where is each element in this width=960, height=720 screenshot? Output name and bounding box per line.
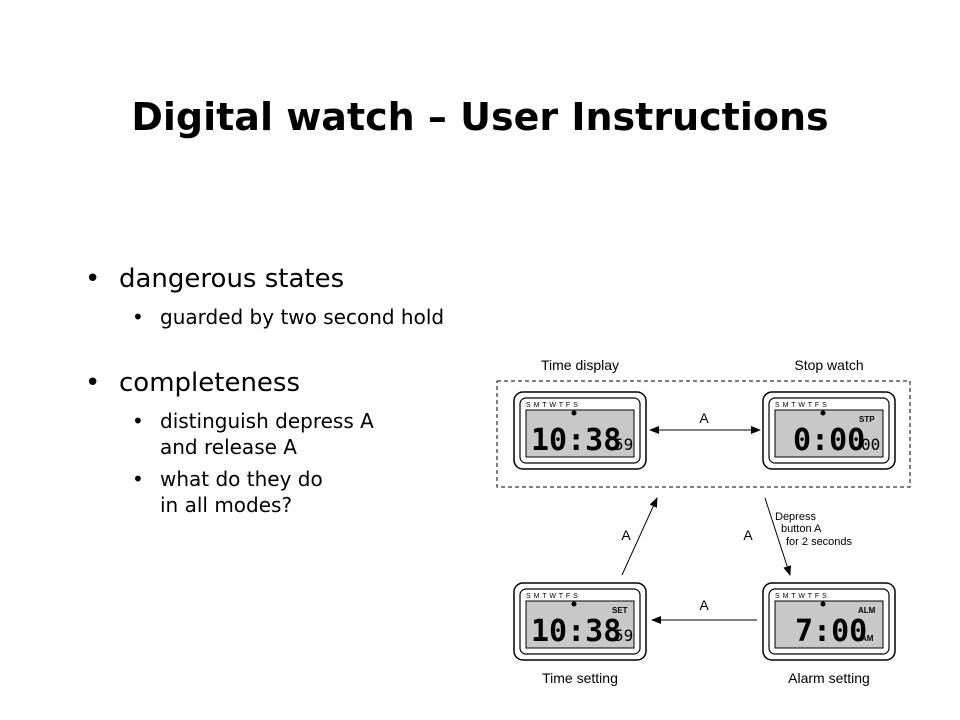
arrow-timesetting-display	[621, 497, 658, 576]
watch-seconds: 59	[614, 626, 633, 645]
hold-note-line2: button A	[781, 523, 822, 535]
bullet-what-do-they-do: what do they do in all modes?	[132, 466, 444, 518]
watch-time-display: S M T W T F S 10:38 59	[513, 391, 647, 470]
watch-hundredths: 00	[861, 435, 880, 454]
watch-main-time: 10:38	[531, 614, 621, 649]
arrow-stopwatch-alarm	[764, 497, 792, 576]
watch-main-time: 0:00	[793, 423, 865, 458]
watch-time-setting: S M T W T F S SET 10:38 59	[513, 582, 647, 661]
bullet-distinguish: distinguish depress A and release A	[132, 408, 444, 460]
watch-main-time: 7:00	[795, 614, 867, 649]
label-time-setting: Time setting	[542, 670, 618, 686]
label-alarm-setting: Alarm setting	[788, 670, 870, 686]
bullet-what-line2: in all modes?	[160, 493, 293, 517]
transition-label-a: A	[699, 597, 709, 613]
hold-note-line1: Depress	[775, 511, 816, 523]
watch-alarm-setting: S M T W T F S ALM 7:00 AM	[762, 582, 896, 661]
watch-days: S M T W T F S	[526, 402, 578, 409]
time-group-dashed-box	[496, 380, 911, 488]
bullet-distinguish-line2: and release A	[160, 435, 297, 459]
day-indicator-dot	[571, 410, 577, 416]
hold-note-line3: for 2 seconds	[786, 536, 853, 548]
day-indicator-dot	[571, 601, 577, 607]
bullet-dangerous-states: dangerous states	[85, 262, 444, 296]
label-time-display: Time display	[541, 357, 619, 373]
watch-mode-label: SET	[612, 606, 628, 615]
day-indicator-dot	[820, 410, 826, 416]
transition-label-a: A	[699, 410, 709, 426]
watch-am-label: AM	[861, 634, 874, 643]
watch-days: S M T W T F S	[526, 593, 578, 600]
watch-days: S M T W T F S	[775, 593, 827, 600]
bullet-distinguish-line1: distinguish depress A	[160, 409, 374, 433]
transition-label-a: A	[621, 527, 631, 543]
watch-seconds: 59	[614, 435, 633, 454]
slide-title: Digital watch – User Instructions	[131, 95, 829, 139]
bullet-what-line1: what do they do	[160, 467, 323, 491]
transition-label-a: A	[743, 527, 753, 543]
label-stop-watch: Stop watch	[794, 357, 863, 373]
watch-days: S M T W T F S	[775, 402, 827, 409]
bullet-list: dangerous states guarded by two second h…	[85, 262, 444, 518]
watch-mode-label: STP	[859, 415, 875, 424]
day-indicator-dot	[820, 601, 826, 607]
bullet-guarded: guarded by two second hold	[132, 304, 444, 330]
watch-stop-watch: S M T W T F S STP 0:00 00	[762, 391, 896, 470]
bullet-completeness: completeness	[85, 366, 444, 400]
watch-mode-label: ALM	[858, 606, 876, 615]
watch-main-time: 10:38	[531, 423, 621, 458]
